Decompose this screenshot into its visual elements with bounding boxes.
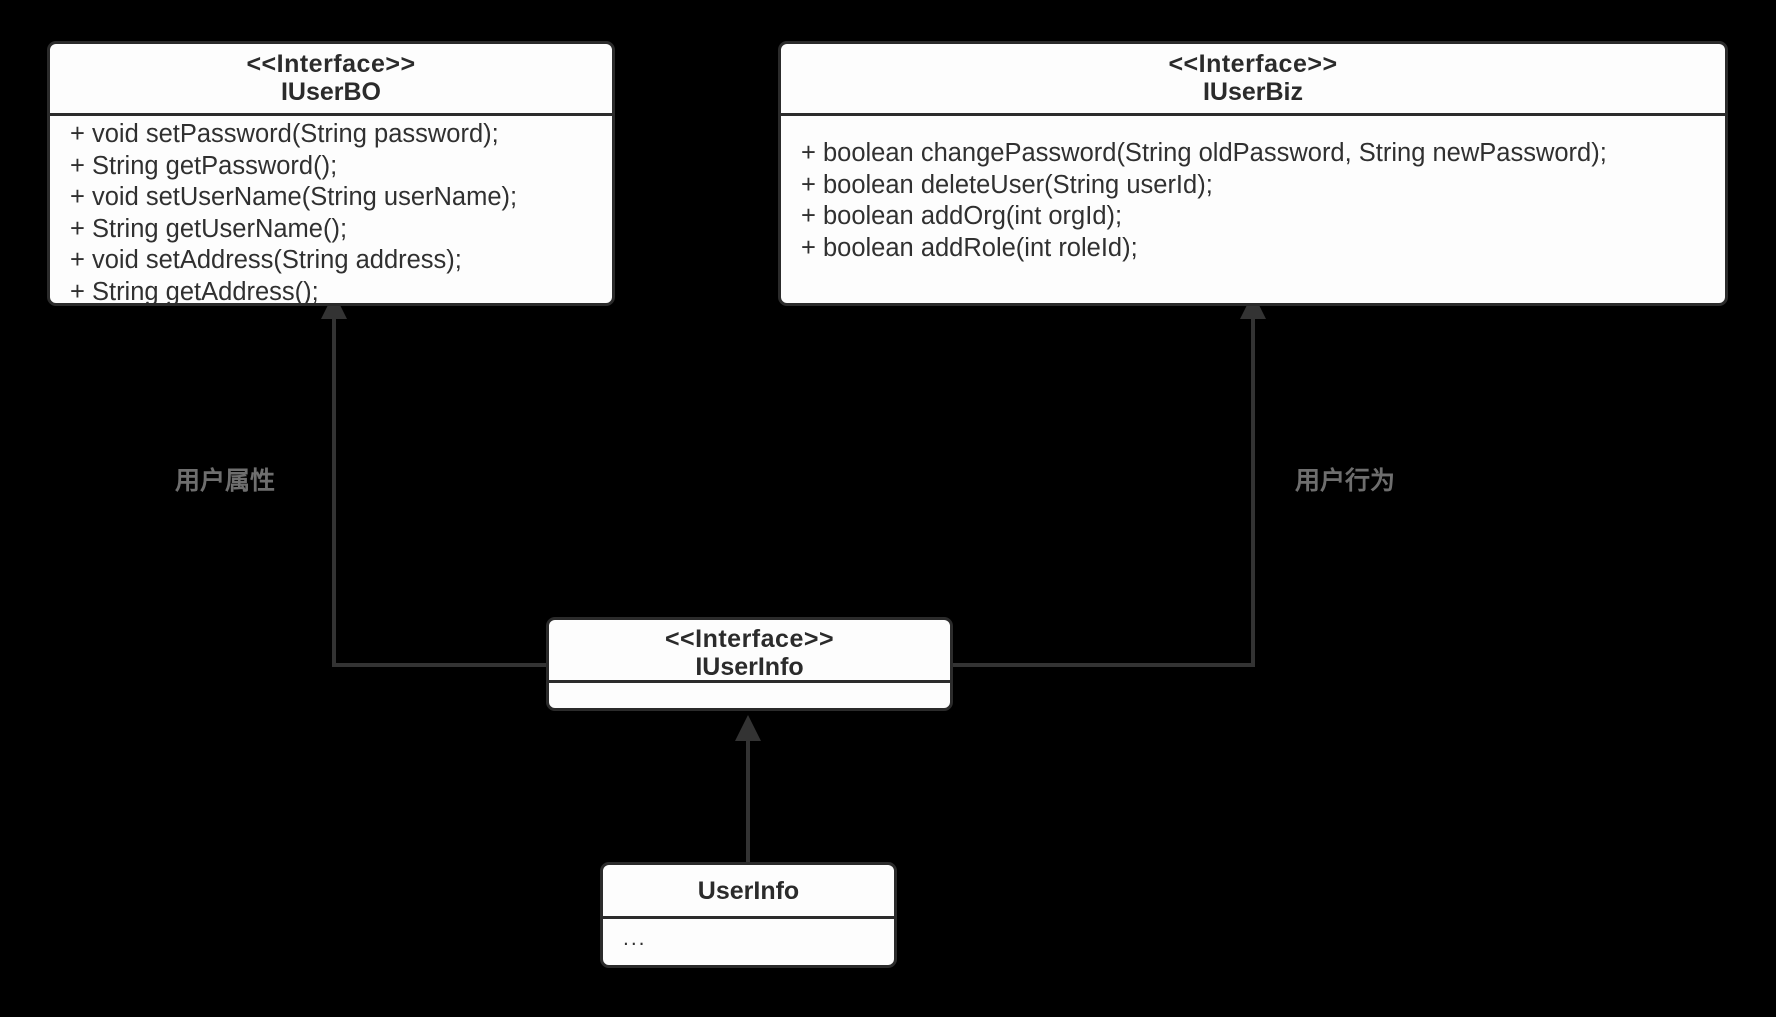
connector-iuserinfo-to-iuserbiz-vertical: [1251, 318, 1255, 667]
class-body-iuserbiz: + boolean changePassword(String oldPassw…: [781, 116, 1725, 264]
class-body-userinfo: ...: [603, 919, 894, 951]
class-header-iuserinfo: <<Interface>> IUserInfo: [549, 620, 950, 683]
class-body-iuserbo: + void setPassword(String password); + S…: [50, 116, 612, 306]
class-name-iuserbo: IUserBO: [280, 78, 382, 106]
class-box-userinfo[interactable]: UserInfo ...: [600, 862, 897, 968]
class-stereotype-iuserinfo: <<Interface>>: [664, 625, 835, 653]
arrowhead-iuserinfo: [735, 715, 761, 741]
class-member: + boolean addRole(int roleId);: [801, 233, 1138, 262]
class-member: + String getPassword();: [70, 151, 338, 180]
connector-userinfo-to-iuserinfo-vertical: [746, 740, 750, 865]
class-header-iuserbiz: <<Interface>> IUserBiz: [781, 44, 1725, 116]
class-member: + String getAddress();: [70, 277, 319, 306]
class-member: + boolean changePassword(String oldPassw…: [801, 139, 1607, 167]
class-stereotype-iuserbo: <<Interface>>: [246, 50, 416, 78]
class-stereotype-iuserbiz: <<Interface>>: [1168, 50, 1338, 78]
class-name-iuserbiz: IUserBiz: [1202, 78, 1304, 106]
class-box-iuserbiz[interactable]: <<Interface>> IUserBiz + boolean changeP…: [778, 41, 1728, 306]
class-member: + void setPassword(String password);: [70, 120, 499, 148]
connector-iuserinfo-to-iuserbo-vertical: [332, 318, 336, 667]
class-body-iuserinfo: [549, 683, 950, 708]
edge-label-user-behavior: 用户行为: [1295, 466, 1396, 495]
class-member: + void setAddress(String address);: [70, 246, 462, 274]
class-box-iuserbo[interactable]: <<Interface>> IUserBO + void setPassword…: [47, 41, 615, 306]
class-box-iuserinfo[interactable]: <<Interface>> IUserInfo: [546, 617, 953, 711]
class-member: ...: [623, 927, 647, 950]
class-name-iuserinfo: IUserInfo: [695, 653, 804, 681]
class-member: + boolean addOrg(int orgId);: [801, 202, 1123, 230]
connector-iuserinfo-to-iuserbo-horizontal: [332, 663, 548, 667]
class-member: + String getUserName();: [70, 214, 348, 243]
class-header-userinfo: UserInfo: [603, 865, 894, 919]
class-header-iuserbo: <<Interface>> IUserBO: [50, 44, 612, 116]
class-member: + boolean deleteUser(String userId);: [801, 170, 1213, 199]
connector-iuserinfo-to-iuserbiz-horizontal: [951, 663, 1255, 667]
class-member: + void setUserName(String userName);: [70, 183, 518, 211]
edge-label-user-attributes: 用户属性: [175, 466, 276, 495]
class-name-userinfo: UserInfo: [697, 877, 800, 905]
